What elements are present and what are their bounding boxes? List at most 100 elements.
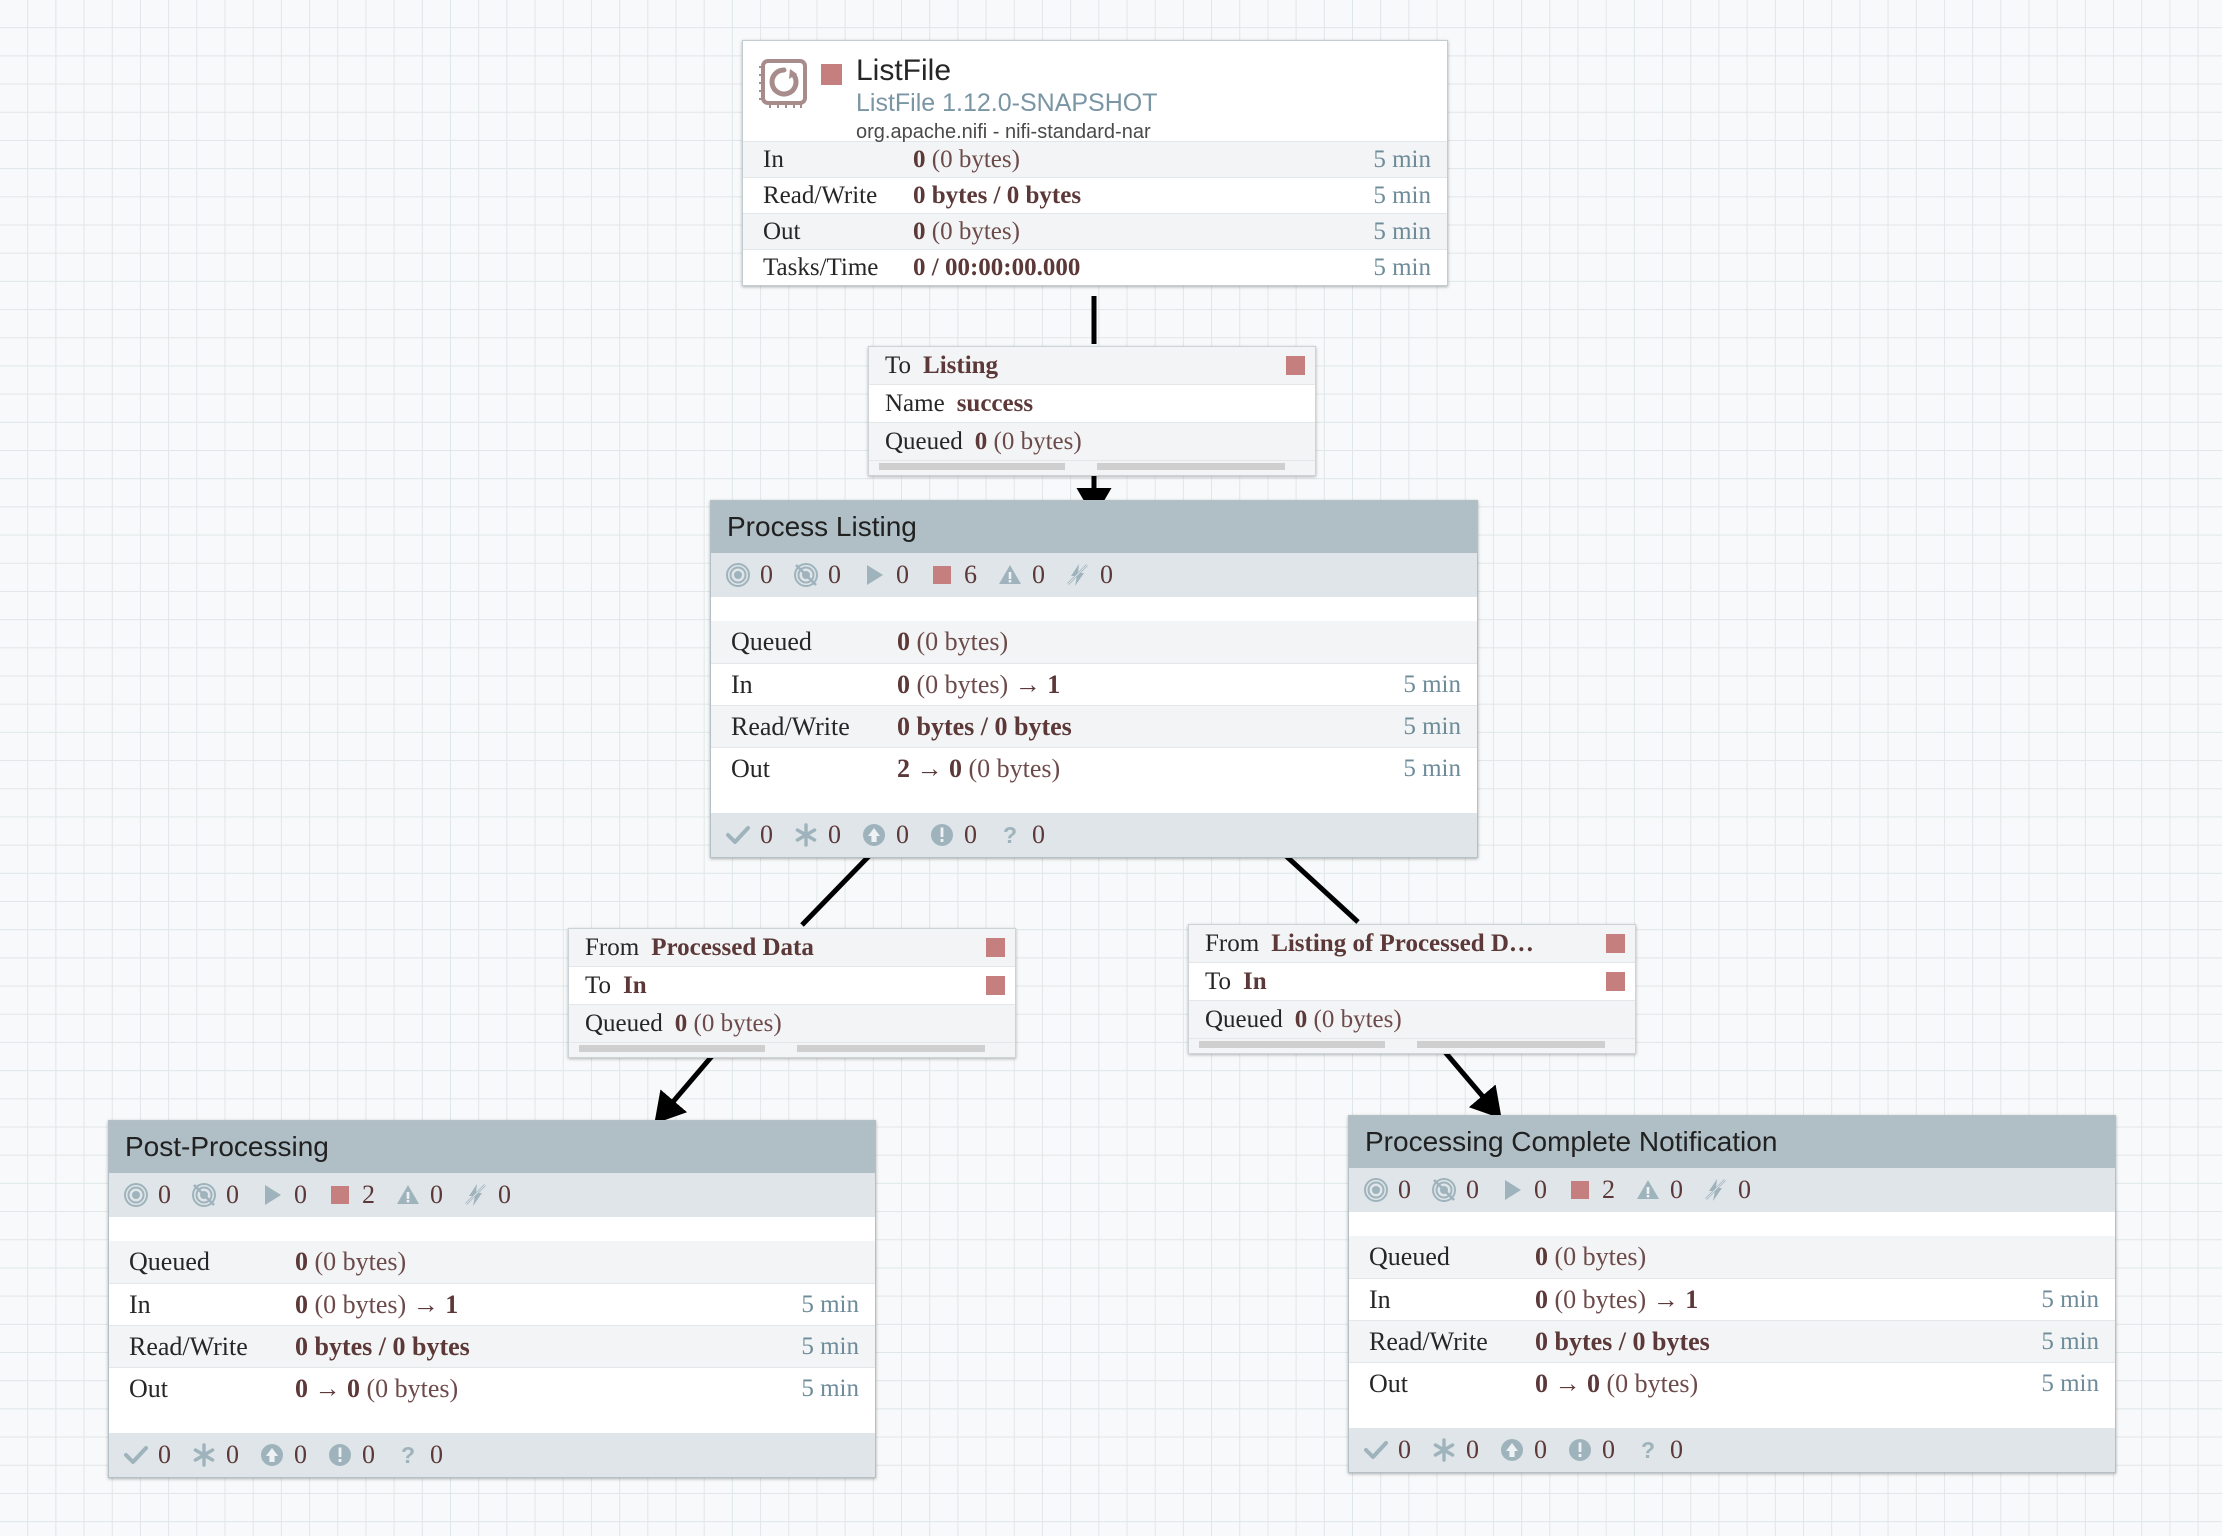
stat-value: 0 bytes / 0 bytes bbox=[295, 1331, 470, 1361]
stat-timeframe: 5 min bbox=[1373, 181, 1431, 209]
bulletin-count-up-arrow-circle: 0 bbox=[861, 820, 909, 850]
transmitting-icon bbox=[123, 1182, 149, 1208]
component-count-value: 0 bbox=[1398, 1175, 1411, 1204]
stat-value: 0 (0 bytes) → 1 bbox=[897, 669, 1061, 699]
component-count-transmitting: 0 bbox=[1363, 1175, 1411, 1205]
queue-object-bar bbox=[579, 1045, 765, 1052]
stopped-square-icon[interactable] bbox=[1606, 934, 1625, 953]
spacer bbox=[711, 597, 1477, 621]
spacer bbox=[109, 1217, 875, 1241]
component-count-stopped: 2 bbox=[1567, 1175, 1615, 1205]
disabled-icon bbox=[463, 1182, 489, 1208]
exclamation-circle-icon bbox=[929, 822, 955, 848]
edge-process-listing-to-listing-processed-label bbox=[1283, 853, 1360, 924]
processor-type: ListFile 1.12.0-SNAPSHOT bbox=[856, 89, 1158, 117]
bulletin-count-value: 0 bbox=[1032, 820, 1045, 849]
active-threads-check-icon bbox=[123, 1442, 149, 1468]
stopped-square-icon[interactable] bbox=[1286, 356, 1305, 375]
connection-queue-bars bbox=[869, 461, 1315, 475]
asterisk-icon bbox=[793, 822, 819, 848]
bulletin-count-question-mark: ?0 bbox=[1635, 1435, 1683, 1465]
stopped-square-icon[interactable] bbox=[986, 976, 1005, 995]
not-transmitting-icon bbox=[191, 1182, 217, 1208]
bulletin-count-question-mark: ?0 bbox=[395, 1440, 443, 1470]
up-arrow-circle-icon bbox=[259, 1442, 285, 1468]
stat-value: 0 bytes / 0 bytes bbox=[897, 711, 1072, 741]
invalid-icon bbox=[997, 562, 1023, 588]
bulletin-count-question-mark: ?0 bbox=[997, 820, 1045, 850]
bulletin-counts-bar: 0 0 0 0?0 bbox=[1349, 1428, 2115, 1472]
bulletin-count-exclamation-circle: 0 bbox=[327, 1440, 375, 1470]
process-group-title: Process Listing bbox=[727, 511, 917, 542]
component-count-not-transmitting: 0 bbox=[793, 560, 841, 590]
stat-timeframe: 5 min bbox=[1373, 217, 1431, 245]
asterisk-icon bbox=[1431, 1437, 1457, 1463]
connection-queue-bars bbox=[1189, 1039, 1635, 1053]
stat-value: 0 → 0 (0 bytes) bbox=[1535, 1368, 1699, 1398]
stat-timeframe: 5 min bbox=[1373, 145, 1431, 173]
stat-label: Read/Write bbox=[129, 1331, 248, 1361]
component-count-disabled: 0 bbox=[463, 1180, 511, 1210]
queue-size-bar bbox=[1097, 463, 1285, 470]
component-count-value: 0 bbox=[1032, 560, 1045, 589]
component-count-transmitting: 0 bbox=[123, 1180, 171, 1210]
component-count-running: 0 bbox=[861, 560, 909, 590]
bulletin-counts-bar: 0 0 0 0?0 bbox=[711, 813, 1477, 857]
component-count-stopped: 2 bbox=[327, 1180, 375, 1210]
connection-row-value: 0 (0 bytes) bbox=[1294, 1005, 1402, 1033]
component-count-value: 0 bbox=[1100, 560, 1113, 589]
stopped-square-icon[interactable] bbox=[986, 938, 1005, 957]
connection-row-key: Queued bbox=[1205, 1005, 1283, 1033]
stat-label: Out bbox=[1369, 1368, 1408, 1398]
stat-value: 0 → 0 (0 bytes) bbox=[295, 1373, 459, 1403]
processor-listfile[interactable]: ListFile ListFile 1.12.0-SNAPSHOT org.ap… bbox=[742, 40, 1448, 286]
disabled-icon bbox=[1065, 562, 1091, 588]
stat-value: 0 (0 bytes) bbox=[913, 145, 1020, 173]
stat-label: Queued bbox=[129, 1247, 210, 1276]
stat-timeframe: 5 min bbox=[2041, 1369, 2099, 1397]
stat-label: Out bbox=[129, 1373, 168, 1403]
queue-object-bar bbox=[1199, 1041, 1385, 1048]
bulletin-count-value: 0 bbox=[760, 820, 773, 849]
stat-value: 0 bytes / 0 bytes bbox=[1535, 1326, 1710, 1356]
bulletin-count-value: 0 bbox=[1602, 1435, 1615, 1464]
component-count-running: 0 bbox=[1499, 1175, 1547, 1205]
component-count-disabled: 0 bbox=[1065, 560, 1113, 590]
stopped-square-icon[interactable] bbox=[821, 64, 842, 85]
component-count-stopped: 6 bbox=[929, 560, 977, 590]
stat-timeframe: 5 min bbox=[1403, 670, 1461, 698]
bulletin-count-value: 0 bbox=[896, 820, 909, 849]
bulletin-count-value: 0 bbox=[362, 1440, 375, 1469]
connection-row-key: To bbox=[585, 971, 612, 999]
bulletin-count-value: 0 bbox=[226, 1440, 239, 1469]
running-icon bbox=[861, 562, 887, 588]
connection-row: Queued 0 (0 bytes) bbox=[1189, 1001, 1635, 1039]
connection-row-key: Queued bbox=[885, 427, 963, 455]
connection-row-key: From bbox=[1205, 929, 1260, 957]
exclamation-circle-icon bbox=[1567, 1437, 1593, 1463]
stopped-square-icon[interactable] bbox=[1606, 972, 1625, 991]
spacer bbox=[1349, 1404, 2115, 1428]
connection-row-key: To bbox=[885, 351, 912, 379]
spacer bbox=[109, 1409, 875, 1433]
